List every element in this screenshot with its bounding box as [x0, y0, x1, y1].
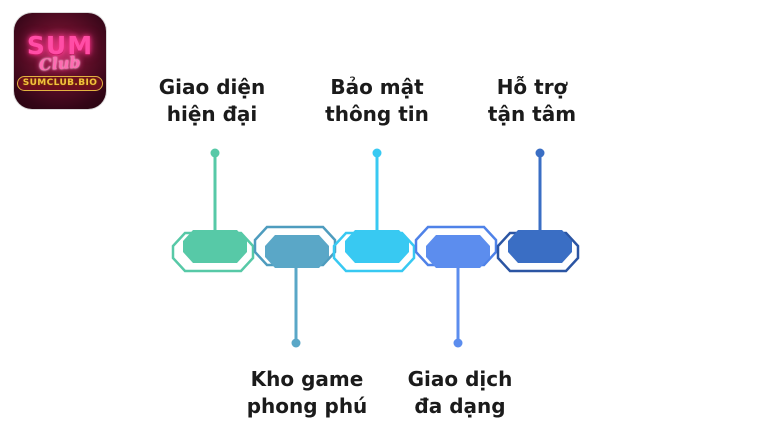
feature-label-line: đa dạng — [414, 394, 506, 418]
octagon-outline-2 — [253, 225, 337, 267]
octagon-fill-1 — [183, 230, 247, 263]
octagon-fill-2 — [265, 235, 329, 268]
feature-label-line: phong phú — [246, 394, 368, 418]
octagon-outline-3 — [332, 231, 416, 273]
octagon-outline-4 — [414, 225, 498, 267]
feature-label-line: hiện đại — [166, 102, 258, 126]
feature-label-line: thông tin — [325, 102, 429, 126]
octagon-fill-3 — [345, 230, 409, 263]
connector-stems — [210, 148, 545, 348]
feature-label-kho-game: Kho game phong phú — [212, 366, 402, 420]
stem-dot-4 — [453, 338, 463, 348]
logo-domain-badge: SUMCLUB.BIO — [16, 75, 104, 91]
octagon-fill-4 — [426, 235, 490, 268]
stem-dot-2 — [291, 338, 301, 348]
feature-label-line: Giao dịch — [407, 367, 513, 391]
octagon-fills — [183, 230, 572, 268]
feature-label-line: Kho game — [250, 367, 364, 391]
stem-dot-1 — [210, 148, 220, 158]
octagon-fill-5 — [508, 230, 572, 263]
feature-label-line: Giao diện — [158, 75, 266, 99]
stem-dot-3 — [372, 148, 382, 158]
octagon-outlines — [171, 225, 580, 273]
feature-label-bao-mat: Bảo mật thông tin — [282, 74, 472, 128]
feature-label-line: tận tâm — [487, 102, 577, 126]
feature-label-line: Hỗ trợ — [496, 75, 568, 99]
stem-dot-5 — [535, 148, 545, 158]
feature-label-ho-tro: Hỗ trợ tận tâm — [437, 74, 627, 128]
octagon-outline-1 — [171, 231, 255, 273]
feature-label-line: Bảo mật — [330, 75, 424, 99]
feature-label-giao-dich: Giao dịch đa dạng — [365, 366, 555, 420]
feature-label-giao-dien: Giao diện hiện đại — [117, 74, 307, 128]
logo-brand-text: SUM — [26, 30, 94, 60]
octagon-outline-5 — [496, 231, 580, 273]
